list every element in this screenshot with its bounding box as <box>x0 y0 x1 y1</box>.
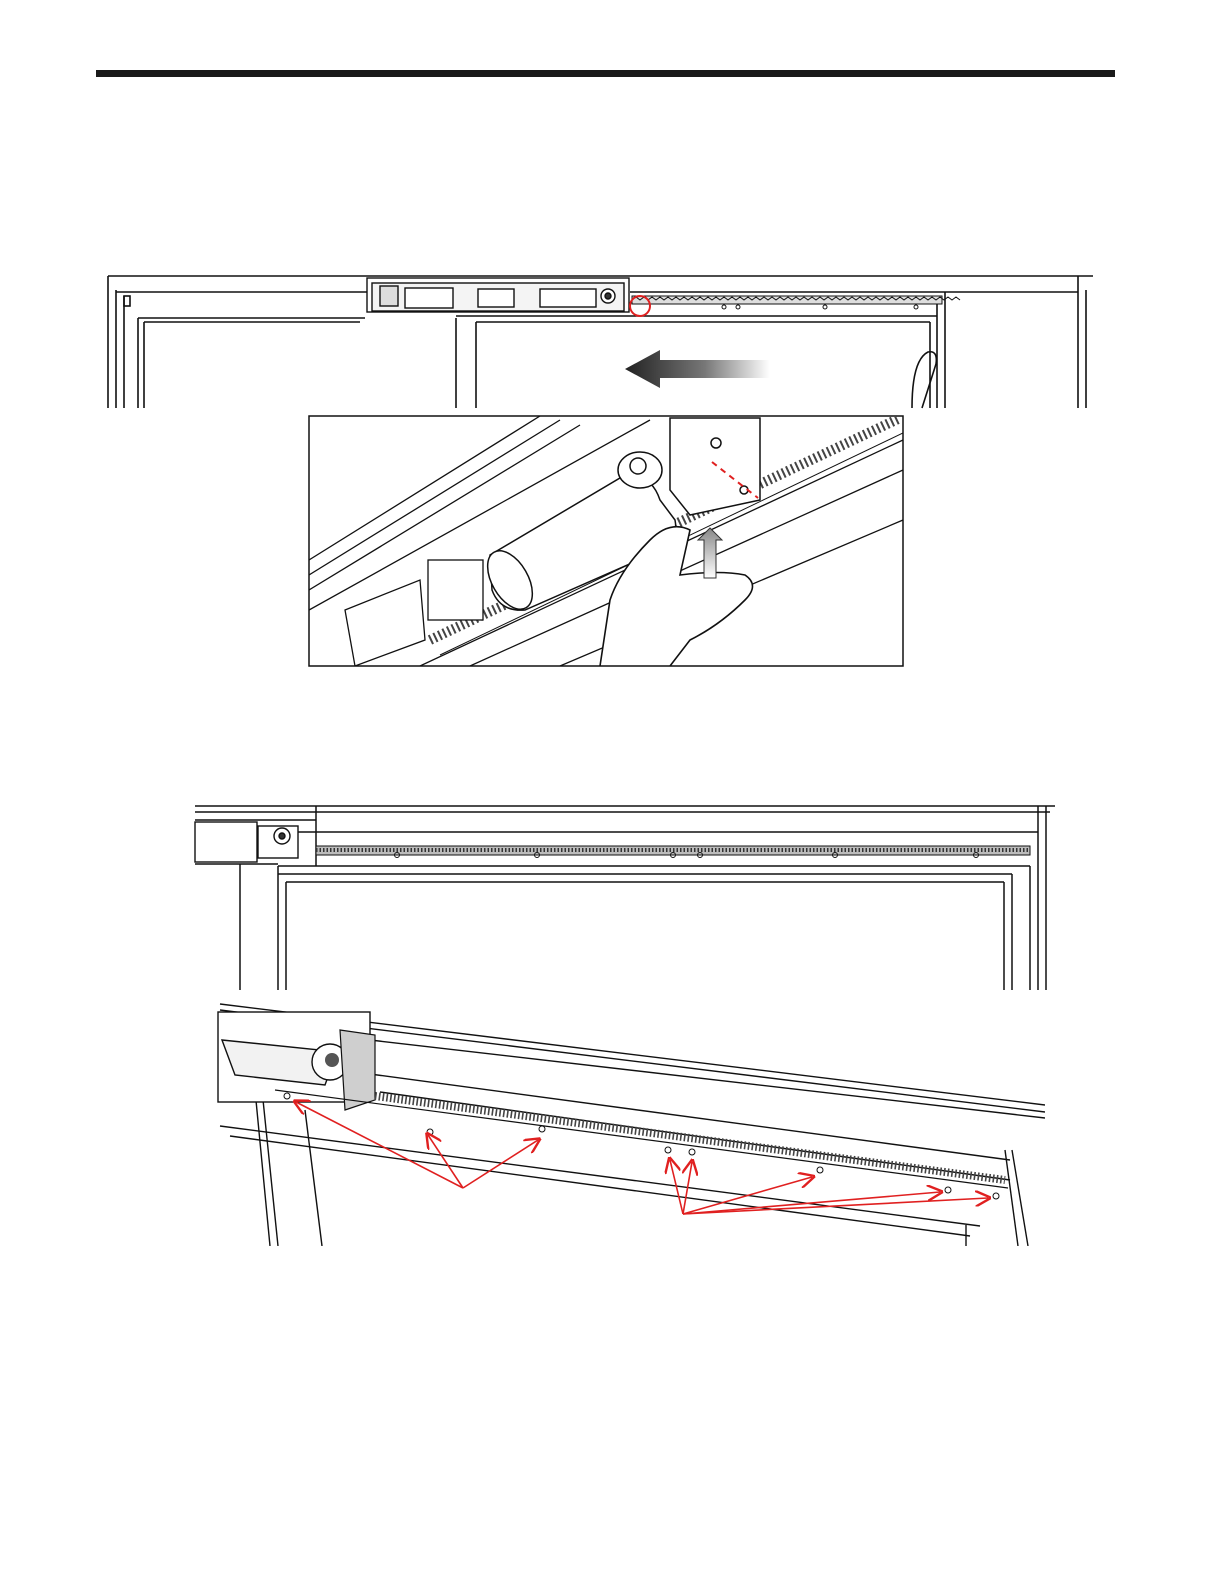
door-frame-top <box>108 276 1093 408</box>
lift-arrow <box>698 528 722 578</box>
screw-guide-dashed <box>712 462 758 498</box>
control-panel <box>345 560 483 666</box>
operator-end-bottom <box>195 822 298 862</box>
rack-strip-top <box>632 296 960 309</box>
direction-arrow <box>625 350 770 388</box>
highlight-circle-top <box>630 296 650 316</box>
operator-bracket <box>670 418 760 515</box>
operator-housing-top <box>367 278 629 312</box>
motor-body <box>478 452 675 617</box>
rack-strip-bottom <box>316 846 1030 858</box>
rack-teeth-angled <box>375 1096 1005 1180</box>
red-indicator-arrows <box>296 1102 988 1214</box>
hand-outline <box>600 527 753 666</box>
header-rule <box>96 70 1115 77</box>
rack-teeth-detail <box>430 418 903 655</box>
